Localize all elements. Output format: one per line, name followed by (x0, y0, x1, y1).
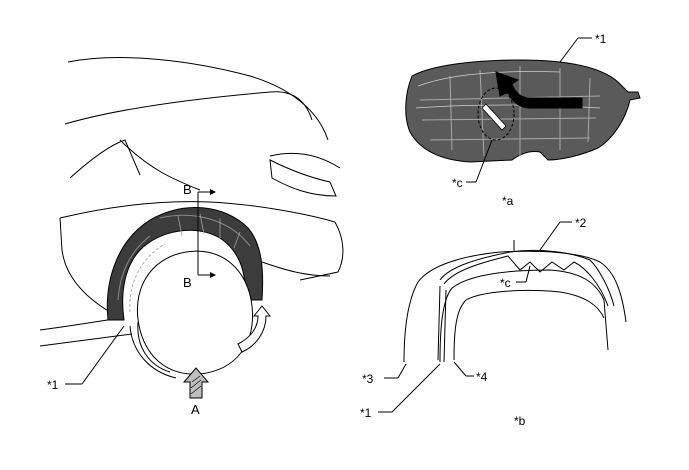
tire-tread-inner (129, 325, 177, 379)
view-a-label: A (191, 402, 200, 417)
callout-part1-top: *1 (595, 32, 607, 46)
section-liner-inner (443, 255, 609, 307)
car-roof-line (67, 57, 329, 141)
callout-part4: *4 (476, 370, 488, 384)
car-front-edge (59, 217, 111, 313)
callout-part1-left-leader-2 (81, 325, 125, 385)
fender-liner-rib-2 (159, 214, 251, 247)
view-a-arrow-shape (182, 367, 210, 399)
fender-liner (106, 207, 264, 321)
section-liner-outer (439, 249, 615, 307)
wheel (129, 250, 254, 379)
section-liner-down-1 (437, 285, 441, 361)
callout-part1-bottom-leader-2 (391, 363, 441, 413)
fender-liner-rib-4 (177, 213, 241, 249)
callout-part2-leader (539, 221, 561, 251)
fender-liner-rib-3 (129, 243, 166, 313)
car-lower-sill-2 (39, 333, 133, 347)
callout-part3-leader-2 (397, 363, 407, 379)
section-b-arrow-top-head (210, 189, 216, 195)
callout-c-top-leader (475, 139, 493, 183)
car-trunk-line (269, 152, 341, 169)
view-a-arrow (182, 367, 210, 399)
car-bumper-line (261, 261, 331, 277)
car-quarter-window (69, 139, 141, 179)
view-a-arrow-hatch (190, 375, 202, 395)
callout-part4-leader (453, 361, 467, 377)
section-b-view (403, 240, 627, 363)
rotation-arrow (237, 305, 272, 353)
car-body-side (59, 201, 336, 223)
callout-c-bottom-leader (525, 265, 531, 283)
callout-c-top: *c (452, 176, 463, 190)
detail-c-circle (477, 87, 515, 141)
section-b-label-bottom: B (183, 275, 192, 290)
fender-liner-shape (106, 207, 264, 321)
detail-c-clip (481, 103, 507, 131)
callout-c-bottom: *c (500, 276, 511, 290)
fender-liner-rib-1 (117, 235, 151, 301)
liner-detail-outline (405, 59, 641, 163)
section-b-cut (197, 189, 216, 278)
section-inner-arch (453, 289, 605, 361)
view-b-caption: *b (514, 414, 526, 428)
car-rear-view (39, 57, 344, 347)
car-rear-window-line (64, 91, 313, 125)
view-a-caption: *a (502, 194, 514, 208)
callout-part3: *3 (362, 372, 374, 386)
section-wheel-opening (439, 269, 609, 363)
callout-part1-bottom: *1 (360, 406, 372, 420)
callout-part1-left: *1 (47, 378, 59, 392)
callout-part2: *2 (575, 216, 587, 230)
section-b-arrow-bottom-head (210, 272, 216, 278)
liner-direction-arrow (495, 71, 583, 109)
callout-part1-top-leader (559, 37, 579, 63)
tire-sidewall (137, 321, 171, 373)
liner-detail-view (405, 59, 641, 163)
tire-outline (136, 250, 254, 375)
rotation-arrow-body (237, 305, 272, 353)
section-body-panel (403, 250, 627, 363)
car-rear-corner (299, 221, 344, 281)
section-liner-down-2 (443, 289, 447, 363)
car-tail-light (269, 159, 337, 197)
section-b-label-top: B (183, 182, 192, 197)
